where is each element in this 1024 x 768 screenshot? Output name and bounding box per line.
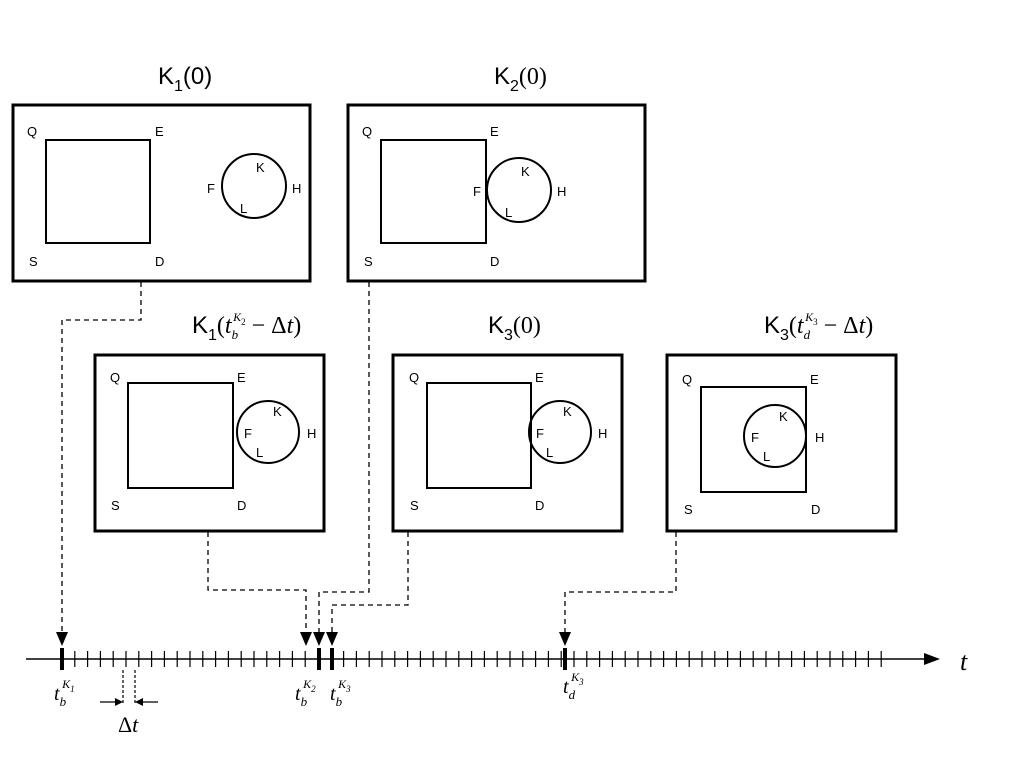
delta-t-label: Δt (118, 712, 139, 737)
connector-k2-initial (318, 282, 370, 634)
arrowhead-icon (559, 632, 571, 646)
corner-label-q: Q (110, 370, 120, 385)
connector-k1-before-k2 (207, 532, 307, 634)
corner-label-s: S (364, 254, 373, 269)
circle-shape (236, 400, 300, 464)
panel-title: K1(tbK2 − Δt) (192, 310, 301, 344)
corner-label-s: S (111, 498, 120, 513)
corner-label-e: E (810, 372, 819, 387)
corner-label-d: D (811, 502, 820, 517)
corner-label-e: E (490, 124, 499, 139)
corner-label-e: E (155, 124, 164, 139)
circle-label-l: L (256, 445, 263, 460)
delta-t-marker: Δt (100, 670, 158, 737)
panel-title: K2(0) (494, 63, 547, 95)
circle-label-l: L (546, 445, 553, 460)
corner-label-q: Q (409, 370, 419, 385)
corner-label-s: S (684, 502, 693, 517)
panel-k3-initial: K3(0) Q E S D F H K L (391, 312, 624, 533)
arrowhead-icon (313, 632, 325, 646)
circle-label-k: K (256, 160, 265, 175)
circle-shape (528, 400, 592, 464)
corner-label-q: Q (362, 124, 372, 139)
arrowhead-icon (326, 632, 338, 646)
event-label-birth-k1: tbK1 (54, 677, 75, 709)
square-shape (127, 382, 234, 489)
circle-shape (743, 404, 807, 468)
circle-shape (221, 153, 287, 219)
corner-label-d: D (155, 254, 164, 269)
circle-label-h: H (598, 426, 607, 441)
corner-label-s: S (29, 254, 38, 269)
connector-k1-initial (61, 282, 142, 634)
circle-label-h: H (292, 181, 301, 196)
circle-label-k: K (521, 164, 530, 179)
arrowhead-icon (115, 698, 123, 706)
panel-frame (11, 103, 312, 283)
panel-k1-initial: K1(0) Q E S D F H K L (11, 63, 312, 283)
circle-label-f: F (207, 181, 215, 196)
panel-frame (391, 353, 624, 533)
event-label-birth-k2: tbK2 (295, 677, 316, 709)
square-shape (426, 382, 532, 489)
arrowhead-icon (135, 698, 143, 706)
circle-label-h: H (557, 184, 566, 199)
circle-label-h: H (815, 430, 824, 445)
circle-label-f: F (751, 430, 759, 445)
circle-label-h: H (307, 426, 316, 441)
circle-label-k: K (563, 404, 572, 419)
event-label-death-k3: tdK3 (563, 670, 584, 702)
square-shape (380, 139, 487, 244)
circle-label-k: K (273, 404, 282, 419)
event-label-birth-k3: tbK3 (330, 677, 351, 709)
circle-label-l: L (763, 449, 770, 464)
axis-name: t (960, 647, 968, 676)
circle-label-f: F (473, 184, 481, 199)
corner-label-d: D (237, 498, 246, 513)
panel-frame (93, 353, 326, 533)
corner-label-q: Q (682, 372, 692, 387)
corner-label-e: E (535, 370, 544, 385)
panel-title: K3(0) (488, 312, 541, 344)
corner-label-q: Q (27, 124, 37, 139)
corner-label-s: S (410, 498, 419, 513)
panel-frame (665, 353, 898, 533)
panel-k1-before-k2: K1(tbK2 − Δt) Q E S D F H K L (93, 310, 326, 533)
circle-label-f: F (244, 426, 252, 441)
circle-shape (486, 157, 552, 223)
arrowhead-icon (300, 632, 312, 646)
panel-frame (346, 103, 647, 283)
corner-label-e: E (237, 370, 246, 385)
circle-label-l: L (240, 201, 247, 216)
connector-k3-initial (331, 532, 409, 634)
panel-title: K1(0) (158, 63, 212, 95)
circle-label-f: F (536, 426, 544, 441)
corner-label-d: D (490, 254, 499, 269)
panel-k3-before-death: K3(tdK3 − Δt) Q E S D F H K L (665, 310, 898, 533)
connector-k3-before-death (564, 532, 677, 634)
time-axis: t tbK1 tbK2 tbK3 tdK3 Δt (26, 647, 968, 737)
panel-title: K3(tdK3 − Δt) (764, 310, 873, 344)
corner-label-d: D (535, 498, 544, 513)
square-shape (45, 139, 151, 244)
axis-arrow-icon (924, 653, 940, 665)
arrowhead-icon (56, 632, 68, 646)
panel-k2-initial: K2(0) Q E S D F H K L (346, 63, 647, 283)
circle-label-k: K (779, 409, 788, 424)
connectors (56, 282, 677, 646)
circle-label-l: L (505, 205, 512, 220)
